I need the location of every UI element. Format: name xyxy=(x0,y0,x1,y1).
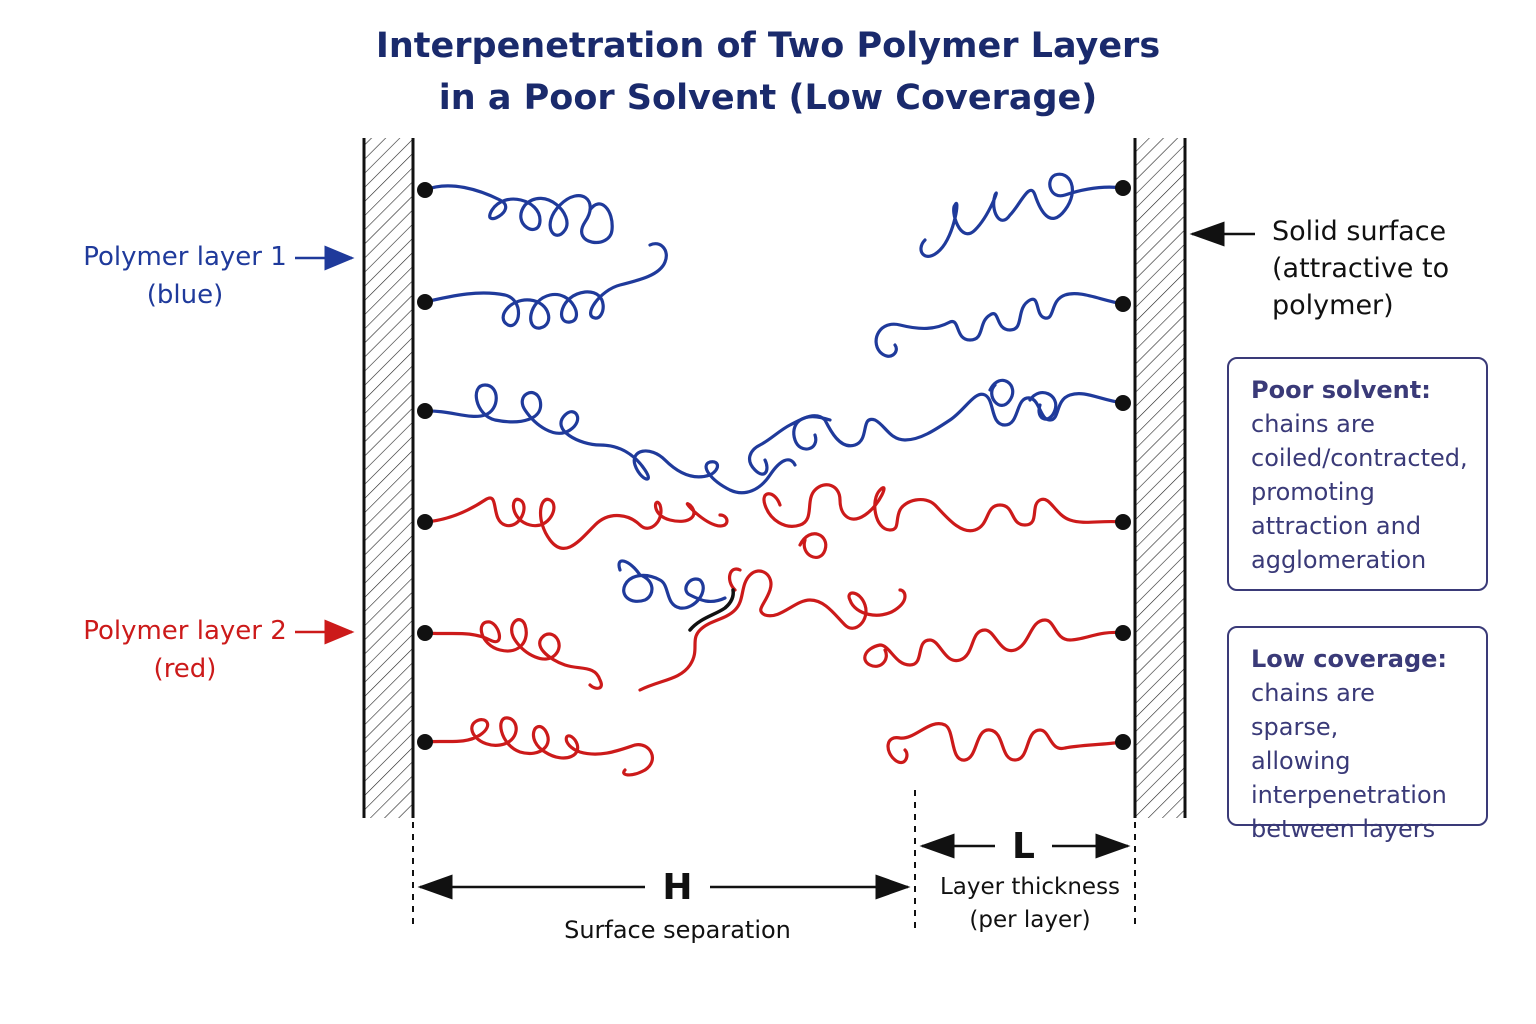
layer1-name: Polymer layer 1 xyxy=(83,242,287,272)
diagram-title-line1: Interpenetration of Two Polymer Layers xyxy=(375,26,1161,66)
poor-solvent-line: attraction and xyxy=(1251,512,1422,540)
anchor-dot xyxy=(417,403,433,419)
anchor-dot xyxy=(1115,395,1131,411)
red-chain xyxy=(762,483,1125,533)
blue-chain xyxy=(423,242,668,330)
anchor-dot xyxy=(1115,514,1131,530)
low-coverage-line: interpenetration xyxy=(1251,781,1447,809)
anchor-dot xyxy=(1115,296,1131,312)
surface-label-line3: polymer) xyxy=(1272,290,1394,321)
red-chain xyxy=(798,532,828,559)
L-caption: Layer thickness (per layer) xyxy=(920,871,1140,937)
blue-chain xyxy=(919,172,1125,258)
anchor-dot xyxy=(417,734,433,750)
layer1-label: Polymer layer 1 (blue) xyxy=(70,238,300,314)
dimension-guides xyxy=(412,790,1136,930)
poor-solvent-box: Poor solvent: chains are coiled/contract… xyxy=(1227,357,1488,591)
anchor-dot xyxy=(417,514,433,530)
layer2-label: Polymer layer 2 (red) xyxy=(70,612,300,688)
anchor-dot xyxy=(417,625,433,641)
H-symbol: H xyxy=(662,867,693,908)
anchor-dot xyxy=(1115,180,1131,196)
poor-solvent-line: promoting xyxy=(1251,478,1375,506)
L-caption-line1: Layer thickness xyxy=(939,874,1121,900)
anchor-dot xyxy=(1115,625,1131,641)
surface-label-line2: (attractive to xyxy=(1272,253,1450,284)
low-coverage-title: Low coverage: xyxy=(1251,645,1448,673)
poor-solvent-line: agglomeration xyxy=(1251,546,1427,574)
layer2-color: (red) xyxy=(153,654,217,684)
poor-solvent-line: chains are xyxy=(1251,410,1375,438)
blue-chain xyxy=(792,415,832,451)
poor-solvent-title: Poor solvent: xyxy=(1251,376,1431,404)
layer2-name: Polymer layer 2 xyxy=(83,616,287,646)
red-chain xyxy=(863,618,1125,668)
L-symbol: L xyxy=(1012,826,1035,867)
crossover-segment xyxy=(688,588,735,632)
layer1-color: (blue) xyxy=(146,280,224,310)
L-caption-line2: (per layer) xyxy=(969,907,1091,933)
red-chain xyxy=(423,618,603,690)
surface-label-line1: Solid surface xyxy=(1272,216,1447,247)
anchor-dot xyxy=(417,182,433,198)
low-coverage-line: between layers xyxy=(1251,815,1436,843)
blue-chain xyxy=(874,292,1125,358)
anchor-points xyxy=(417,180,1131,750)
right-solid-surface xyxy=(1133,138,1187,818)
surface-label: Solid surface (attractive to polymer) xyxy=(1272,213,1522,324)
anchor-dot xyxy=(417,294,433,310)
blue-chain xyxy=(423,383,797,495)
blue-chain xyxy=(747,392,1125,476)
H-caption: Surface separation xyxy=(564,916,791,944)
red-chain xyxy=(727,567,742,592)
low-coverage-box: Low coverage: chains are sparse, allowin… xyxy=(1227,626,1488,843)
poor-solvent-line: coiled/contracted, xyxy=(1251,444,1468,472)
red-chain xyxy=(638,569,907,692)
red-chain xyxy=(423,716,654,777)
blue-chain xyxy=(617,559,727,610)
blue-chain xyxy=(423,184,614,245)
low-coverage-line: allowing xyxy=(1251,747,1351,775)
anchor-dot xyxy=(1115,734,1131,750)
polymer-layer-1-chains xyxy=(423,172,1125,610)
diagram-title-line2: in a Poor Solvent (Low Coverage) xyxy=(438,78,1098,118)
red-chain xyxy=(423,496,729,550)
left-solid-surface xyxy=(362,138,415,818)
low-coverage-line: chains are sparse, xyxy=(1251,679,1375,741)
blue-chain xyxy=(988,378,1058,421)
polymer-layer-2-chains xyxy=(423,483,1125,777)
red-chain xyxy=(886,722,1125,765)
